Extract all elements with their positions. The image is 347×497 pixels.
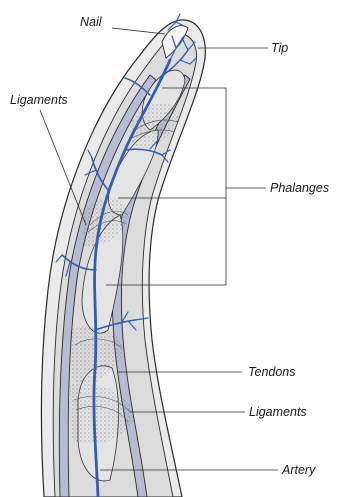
label-ligaments-bottom: Ligaments bbox=[249, 405, 307, 419]
label-tendons: Tendons bbox=[248, 365, 296, 379]
label-tip: Tip bbox=[271, 41, 288, 55]
label-artery: Artery bbox=[281, 463, 316, 477]
label-ligaments-top: Ligaments bbox=[10, 93, 68, 107]
label-nail: Nail bbox=[80, 15, 103, 29]
label-phalanges: Phalanges bbox=[270, 181, 329, 195]
nail-leader bbox=[112, 28, 165, 34]
